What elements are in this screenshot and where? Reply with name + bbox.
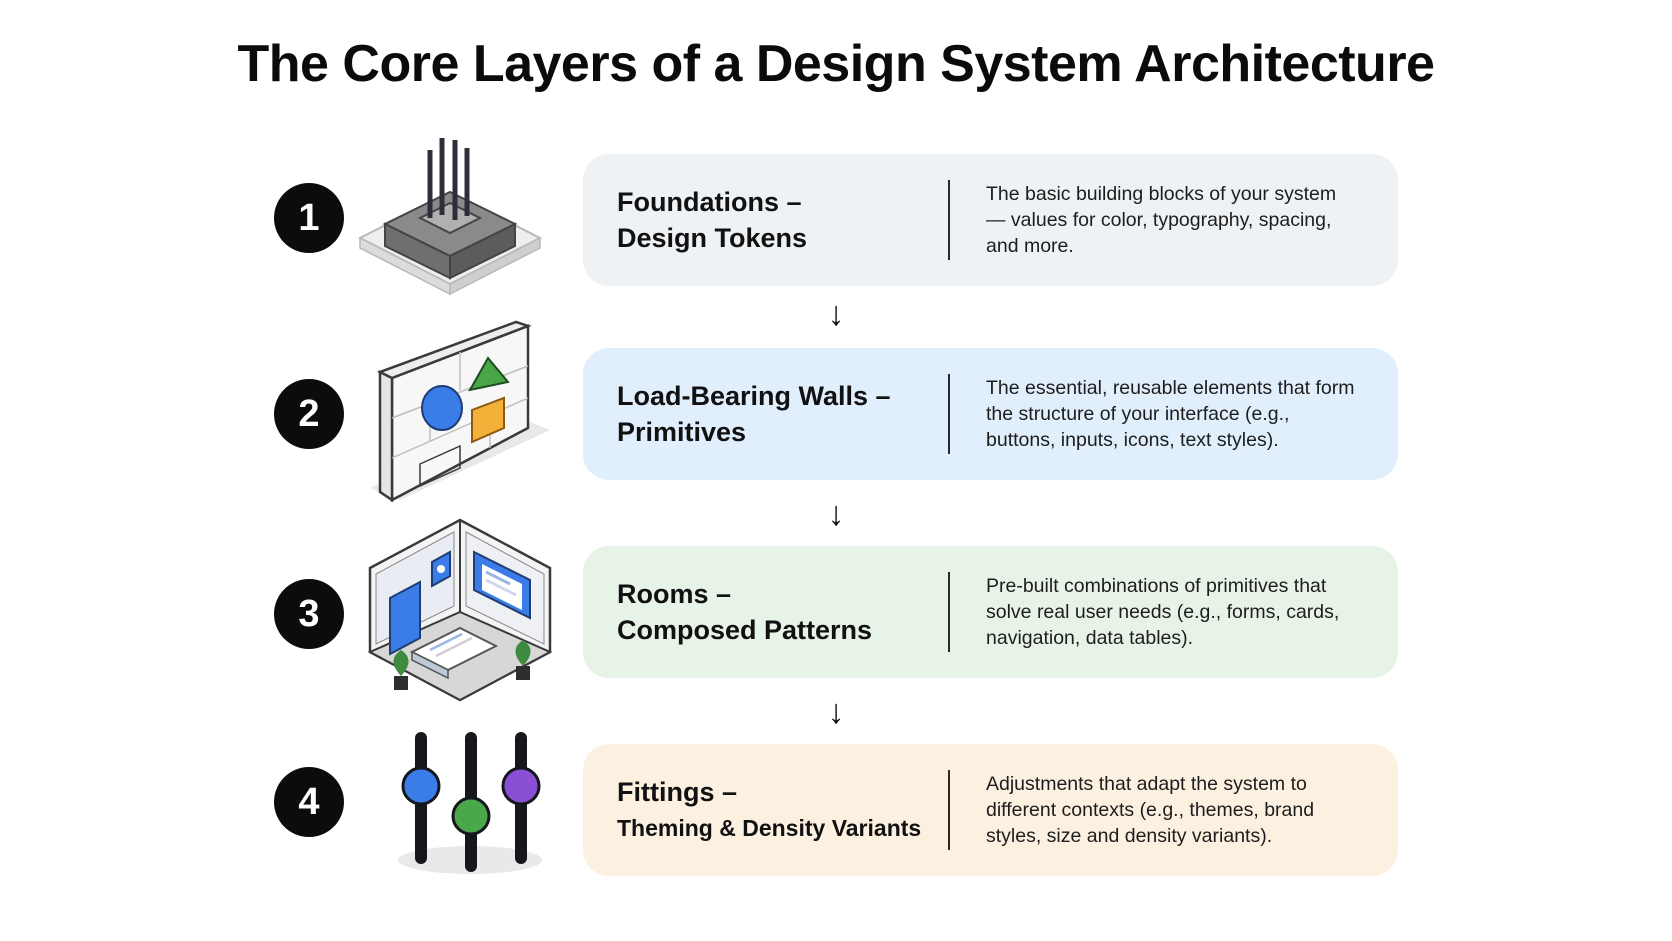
step-number-badge: 3 [274, 579, 344, 649]
layer-description: Pre-built combinations of primitives tha… [986, 575, 1340, 649]
divider [948, 572, 950, 652]
step-number-badge: 1 [274, 183, 344, 253]
room-interior-icon [367, 518, 553, 702]
layer-card: Load-Bearing Walls – Primitives The esse… [583, 348, 1398, 480]
layer-description: Adjustments that adapt the system to dif… [986, 773, 1315, 847]
layer-card: Fittings – Theming & Density Variants Ad… [583, 744, 1398, 876]
step-number-badge: 2 [274, 379, 344, 449]
arrow-down-icon: ↓ [827, 495, 845, 533]
layer-name: Foundations – Design Tokens [617, 187, 808, 253]
page-title: The Core Layers of a Design System Archi… [237, 35, 1435, 93]
layer-card: Rooms – Composed Patterns Pre-built comb… [583, 546, 1398, 678]
divider [948, 770, 950, 850]
layer-description: The essential, reusable elements that fo… [986, 377, 1355, 451]
arrow-down-icon: ↓ [827, 295, 845, 333]
step-number-badge: 4 [274, 767, 344, 837]
layer-card: Foundations – Design Tokens The basic bu… [583, 154, 1398, 286]
arrow-down-icon: ↓ [827, 693, 845, 731]
foundation-pillar-icon [357, 138, 543, 296]
wall-with-shapes-icon [370, 320, 550, 503]
layer-description: The basic building blocks of your system… [986, 183, 1337, 257]
layer-name: Load-Bearing Walls – Primitives [617, 381, 891, 447]
layer-name: Rooms – Composed Patterns [617, 579, 873, 645]
divider [948, 374, 950, 454]
sliders-icon [398, 732, 542, 874]
divider [948, 180, 950, 260]
layer-name: Fittings – Theming & Density Variants [617, 777, 922, 841]
